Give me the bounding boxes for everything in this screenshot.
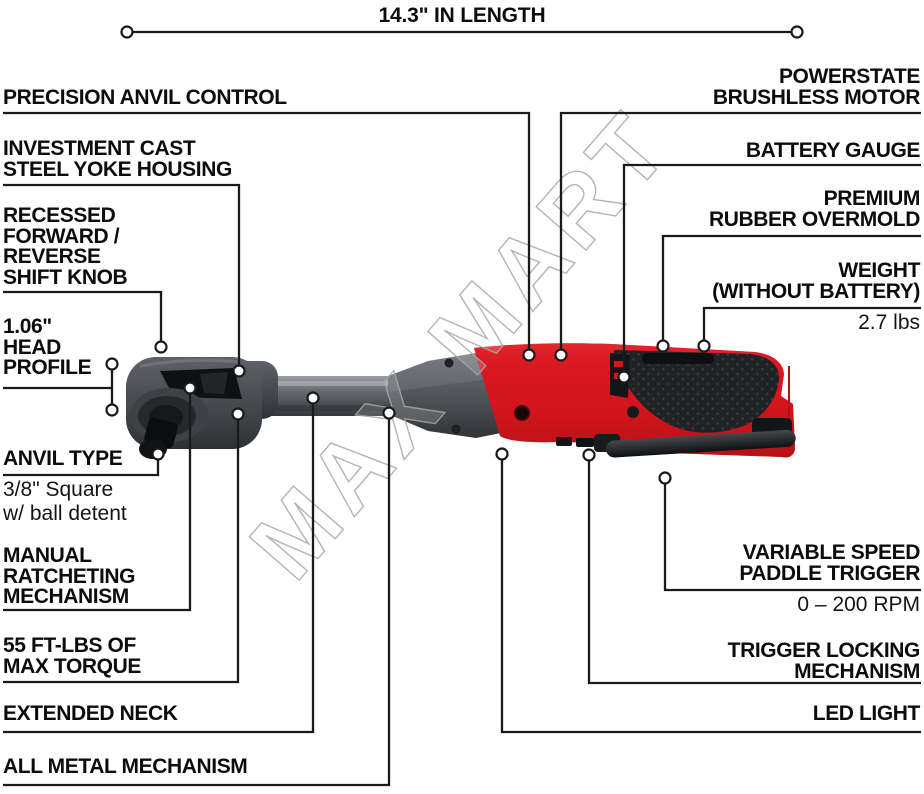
ratchet-tool-illustration (126, 343, 796, 459)
tool-head (126, 357, 278, 459)
neck-highlight (262, 381, 392, 386)
trigger-lock-button (576, 438, 594, 447)
sublabel-anvil-type-detail: 3/8" Square w/ ball detent (3, 478, 127, 525)
overmold-slot (642, 353, 714, 364)
paddle-trigger (576, 418, 796, 458)
dimension-label: 14.3" IN LENGTH (378, 4, 546, 27)
tool-gear-case (388, 353, 506, 438)
rubber-overmold (614, 350, 780, 433)
label-led-light: LED LIGHT (812, 702, 921, 725)
neck-shadow (262, 405, 392, 411)
label-anvil-type: ANVIL TYPE (3, 447, 123, 470)
label-variable-speed-paddle-trigger: VARIABLE SPEED PADDLE TRIGGER (739, 541, 920, 585)
housing-bolt (514, 405, 530, 421)
label-premium-rubber-overmold: PREMIUM RUBBER OVERMOLD (708, 187, 920, 231)
label-precision-anvil-control: PRECISION ANVIL CONTROL (3, 86, 287, 109)
label-powerstate-brushless-motor: POWERSTATE BRUSHLESS MOTOR (712, 65, 921, 109)
label-manual-ratcheting-mechanism: MANUAL RATCHETING MECHANISM (3, 544, 136, 608)
label-trigger-locking-mechanism: TRIGGER LOCKING MECHANISM (727, 639, 921, 683)
housing-bottom-tab (556, 437, 572, 446)
callout-dots (105, 25, 804, 485)
head-highlight (139, 358, 241, 368)
shift-knob (200, 372, 228, 394)
label-all-metal-mechanism: ALL METAL MECHANISM (3, 755, 248, 778)
label-head-profile: 1.06" HEAD PROFILE (3, 315, 92, 379)
label-recessed-forward-reverse-shift-knob: RECESSED FORWARD / REVERSE SHIFT KNOB (3, 204, 128, 289)
label-max-torque: 55 FT-LBS OF MAX TORQUE (3, 634, 141, 678)
sublabel-rpm-range: 0 – 200 RPM (797, 593, 920, 616)
label-investment-cast-steel-yoke-housing: INVESTMENT CAST STEEL YOKE HOUSING (3, 137, 232, 181)
housing-bolt-2 (627, 406, 639, 418)
sublabel-weight-value: 2.7 lbs (858, 311, 920, 334)
trigger-bar (606, 429, 796, 458)
callout-lines (3, 30, 921, 787)
label-weight-without-battery: WEIGHT (WITHOUT BATTERY) (712, 259, 920, 303)
label-battery-gauge: BATTERY GAUGE (745, 139, 920, 162)
label-extended-neck: EXTENDED NECK (3, 702, 178, 725)
